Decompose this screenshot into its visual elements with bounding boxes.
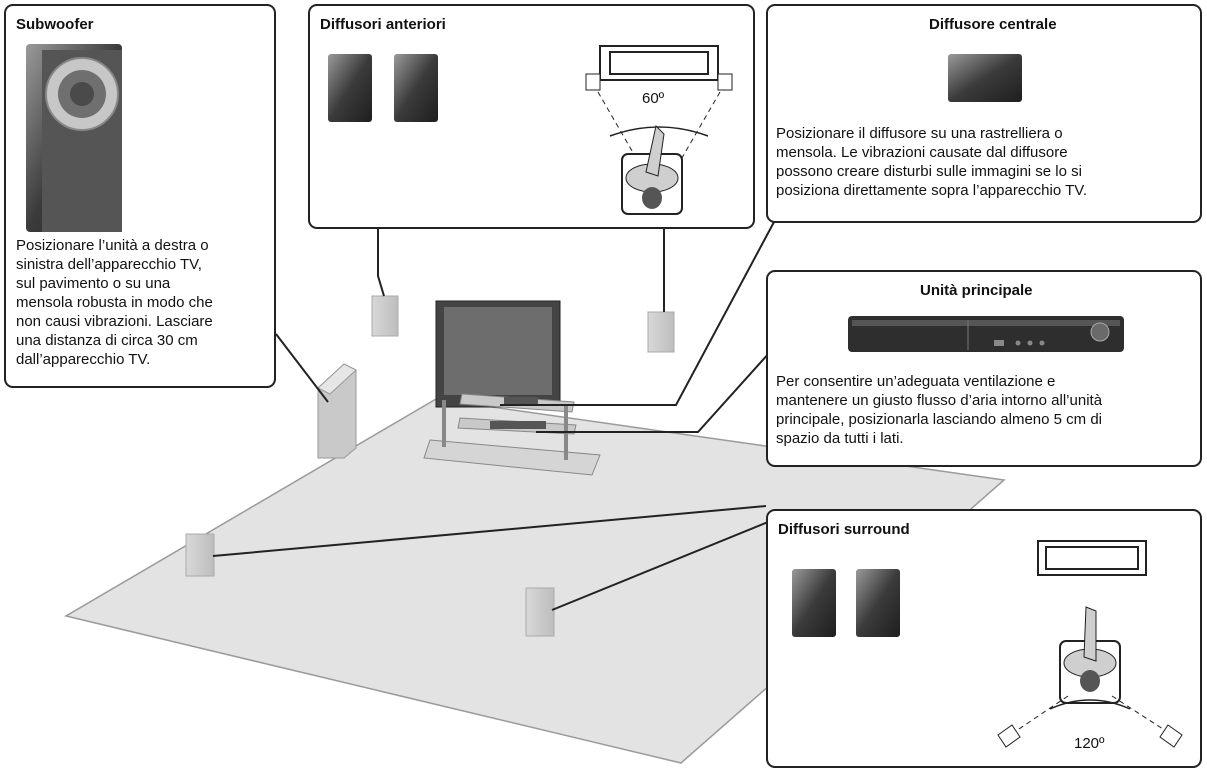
- surround-speakers-illustration: [792, 540, 1183, 748]
- subwoofer-line: sinistra dell’apparecchio TV,: [16, 256, 202, 273]
- front-speakers-box: Diffusori anteriori 60º: [308, 4, 755, 229]
- center-speaker-description: Posizionare il diffusore su una rastrell…: [776, 124, 1087, 200]
- main-unit-line: principale, posizionarla lasciando almen…: [776, 411, 1103, 428]
- subwoofer-line: sul pavimento o su una: [16, 275, 171, 292]
- main-unit-box: Unità principale Per consentire un’adegu…: [766, 270, 1202, 467]
- main-unit-illustration: [848, 316, 1124, 352]
- front-speakers-illustration: [328, 45, 733, 215]
- main-unit-line: Per consentire un’adeguata ventilazione …: [776, 373, 1056, 390]
- subwoofer-line: dall’apparecchio TV.: [16, 351, 151, 368]
- leader-lines: [212, 221, 775, 611]
- surround-angle-label: 120º: [1074, 735, 1105, 752]
- subwoofer-description: Posizionare l’unità a destra o sinistra …: [16, 236, 213, 369]
- front-left-speaker-placement: [371, 295, 399, 337]
- subwoofer-placement: [317, 363, 357, 459]
- front-angle-label: 60º: [642, 90, 665, 107]
- subwoofer-illustration: [26, 44, 122, 232]
- center-speaker-line: posiziona direttamente sopra l’apparecch…: [776, 182, 1088, 199]
- front-speakers-title: Diffusori anteriori: [320, 16, 446, 33]
- center-speaker-title: Diffusore centrale: [929, 16, 1057, 33]
- main-unit-line: mantenere un giusto flusso d’aria intorn…: [776, 392, 1103, 409]
- center-speaker-illustration: [948, 54, 1022, 102]
- center-speaker-line: mensola. Le vibrazioni causate dal diffu…: [776, 144, 1068, 161]
- center-speaker-line: Posizionare il diffusore su una rastrell…: [776, 125, 1063, 142]
- subwoofer-line: Posizionare l’unità a destra o: [16, 237, 209, 254]
- subwoofer-line: mensola robusta in modo che: [16, 294, 213, 311]
- subwoofer-line: non causi vibrazioni. Lasciare: [16, 313, 213, 330]
- surround-left-speaker-placement: [185, 533, 215, 577]
- surround-speakers-title: Diffusori surround: [778, 521, 910, 538]
- subwoofer-box: Subwoofer Posizionare l’unità a destra o…: [4, 4, 276, 388]
- tv-with-stand: [423, 300, 601, 476]
- main-unit-title: Unità principale: [920, 282, 1033, 299]
- main-unit-description: Per consentire un’adeguata ventilazione …: [776, 372, 1102, 448]
- center-speaker-line: possono creare disturbi sulle immagini s…: [776, 163, 1082, 180]
- subwoofer-title: Subwoofer: [16, 16, 94, 33]
- front-right-speaker-placement: [647, 311, 675, 353]
- surround-speakers-box: Diffusori surround 120º: [766, 509, 1202, 768]
- main-unit-line: spazio da tutti i lati.: [776, 430, 904, 447]
- center-speaker-box: Diffusore centrale Posizionare il diffus…: [766, 4, 1202, 223]
- subwoofer-line: una distanza di circa 30 cm: [16, 332, 198, 349]
- surround-right-speaker-placement: [525, 587, 555, 637]
